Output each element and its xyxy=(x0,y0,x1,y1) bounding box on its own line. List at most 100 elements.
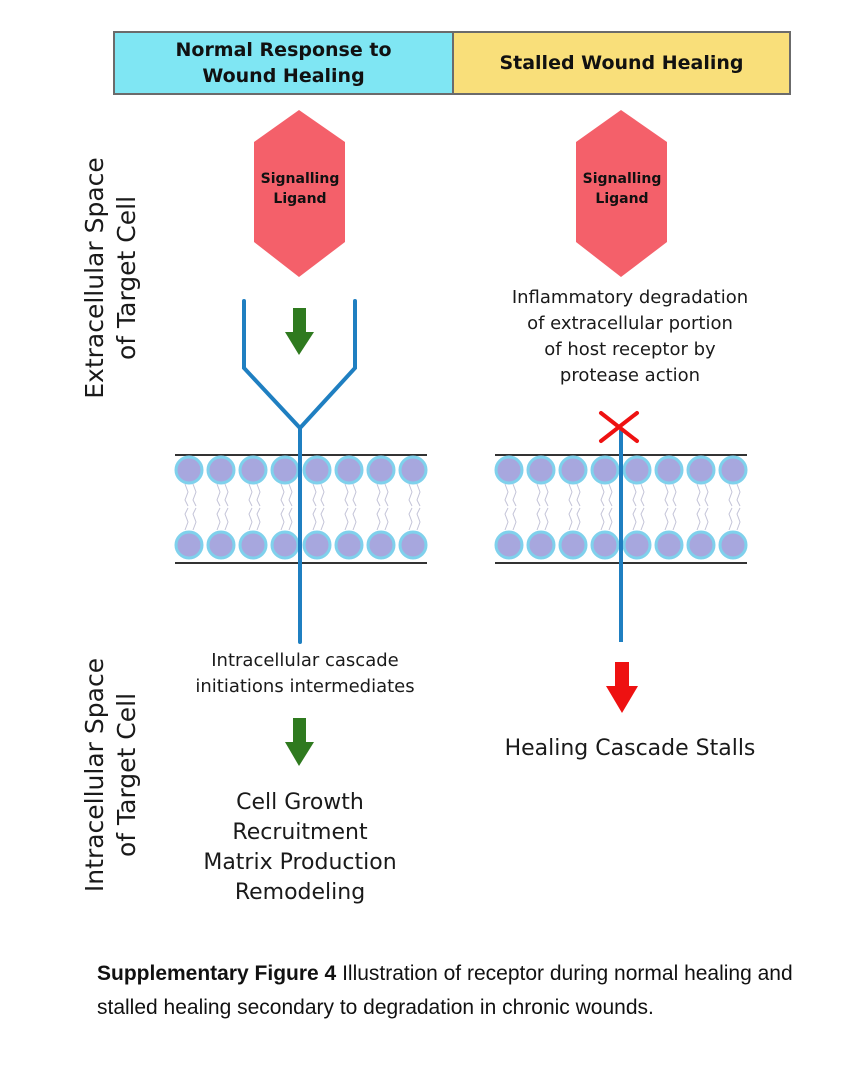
lipid-tail xyxy=(408,483,413,507)
cascade-note: Intracellular cascade initiations interm… xyxy=(170,648,440,700)
lipid-head xyxy=(238,455,268,485)
cleavage-x-icon xyxy=(599,411,639,443)
lipid-head xyxy=(174,455,204,485)
lipid-tail xyxy=(248,483,253,507)
lipid-tail xyxy=(224,483,229,507)
lipid-head xyxy=(366,455,396,485)
healing-stalls-text: Healing Cascade Stalls xyxy=(504,736,756,761)
lipid-tail xyxy=(640,483,645,507)
lipid-tail xyxy=(600,507,605,531)
lipid-tail xyxy=(376,483,381,507)
lipid-tail xyxy=(184,507,189,531)
lipid-head xyxy=(590,530,620,560)
lipid-tail xyxy=(192,483,197,507)
lipid-tail xyxy=(504,507,509,531)
lipid-head xyxy=(686,530,716,560)
lipid-head xyxy=(718,530,748,560)
figure-caption: Supplementary Figure 4 Illustration of r… xyxy=(97,957,797,1025)
lipid-tail xyxy=(352,483,357,507)
lipid-tail xyxy=(512,483,517,507)
degradation-line: of host receptor by xyxy=(544,339,716,360)
header-normal-response: Normal Response to Wound Healing xyxy=(113,31,454,95)
lipid-tail xyxy=(696,483,701,507)
healing-outcomes-list: Cell Growth Recruitment Matrix Productio… xyxy=(170,788,430,908)
left-signalling-ligand-icon xyxy=(254,110,345,277)
right-signalling-ligand-icon xyxy=(576,110,667,277)
lipid-head xyxy=(270,455,300,485)
right-ligand-label: Signalling Ligand xyxy=(572,169,672,209)
lipid-tail xyxy=(704,483,709,507)
cascade-line1: Intracellular cascade xyxy=(211,650,399,671)
left-ligand-line2: Ligand xyxy=(273,191,327,207)
lipid-tail xyxy=(728,483,733,507)
lipid-tail xyxy=(344,507,349,531)
lipid-tail xyxy=(312,483,317,507)
lipid-head xyxy=(494,455,524,485)
header-stalled-healing: Stalled Wound Healing xyxy=(452,31,791,95)
lipid-head xyxy=(206,530,236,560)
lipid-tail xyxy=(608,507,613,531)
lipid-tail xyxy=(536,507,541,531)
lipid-tail xyxy=(664,483,669,507)
lipid-head xyxy=(334,530,364,560)
caption-text: Illustration of receptor during normal h… xyxy=(97,962,793,1019)
lipid-tail xyxy=(288,483,293,507)
lipid-tail xyxy=(600,483,605,507)
lipid-tail xyxy=(416,507,421,531)
lipid-tail xyxy=(568,507,573,531)
lipid-tail xyxy=(384,483,389,507)
header-normal-line2: Wound Healing xyxy=(202,65,365,87)
lipid-head xyxy=(302,530,332,560)
lipid-tail xyxy=(608,483,613,507)
lipid-head xyxy=(174,530,204,560)
lipid-tail xyxy=(416,483,421,507)
right-ligand-line1: Signalling xyxy=(582,171,662,187)
lipid-tail xyxy=(536,483,541,507)
lipid-head xyxy=(526,455,556,485)
lipid-tail xyxy=(672,507,677,531)
lipid-tail xyxy=(216,483,221,507)
lipid-tail xyxy=(640,507,645,531)
lipid-tail xyxy=(664,507,669,531)
lipid-head xyxy=(270,530,300,560)
lipid-head xyxy=(558,455,588,485)
lipid-head xyxy=(590,455,620,485)
lipid-tail xyxy=(312,507,317,531)
lipid-head xyxy=(302,455,332,485)
lipid-tail xyxy=(512,507,517,531)
lipid-head xyxy=(686,455,716,485)
degradation-line: of extracellular portion xyxy=(527,313,733,334)
lipid-tail xyxy=(576,483,581,507)
lipid-tail xyxy=(280,507,285,531)
lipid-tail xyxy=(256,483,261,507)
lipid-head xyxy=(494,530,524,560)
lipid-tail xyxy=(216,507,221,531)
lipid-tail xyxy=(288,507,293,531)
lipid-tail xyxy=(184,483,189,507)
lipid-tail xyxy=(568,483,573,507)
lipid-head xyxy=(526,530,556,560)
lipid-tail xyxy=(728,507,733,531)
lipid-tail xyxy=(224,507,229,531)
lipid-tail xyxy=(352,507,357,531)
lipid-tail xyxy=(504,483,509,507)
lipid-tail xyxy=(544,483,549,507)
lipid-tail xyxy=(280,483,285,507)
lipid-tail xyxy=(256,507,261,531)
lipid-tail xyxy=(696,507,701,531)
outcome-item: Cell Growth xyxy=(236,790,364,815)
lipid-tail xyxy=(408,507,413,531)
lipid-tail xyxy=(632,483,637,507)
lipid-head xyxy=(398,455,428,485)
right-cell-membrane xyxy=(494,454,748,564)
left-receptor xyxy=(242,299,357,644)
cascade-line2: initiations intermediates xyxy=(195,676,415,697)
lipid-tail xyxy=(576,507,581,531)
lipid-head xyxy=(558,530,588,560)
lipid-head xyxy=(622,455,652,485)
degradation-line: protease action xyxy=(559,365,701,386)
stalled-down-arrow-icon xyxy=(606,662,638,713)
lipid-tail xyxy=(632,507,637,531)
header-normal-line1: Normal Response to xyxy=(175,39,392,61)
